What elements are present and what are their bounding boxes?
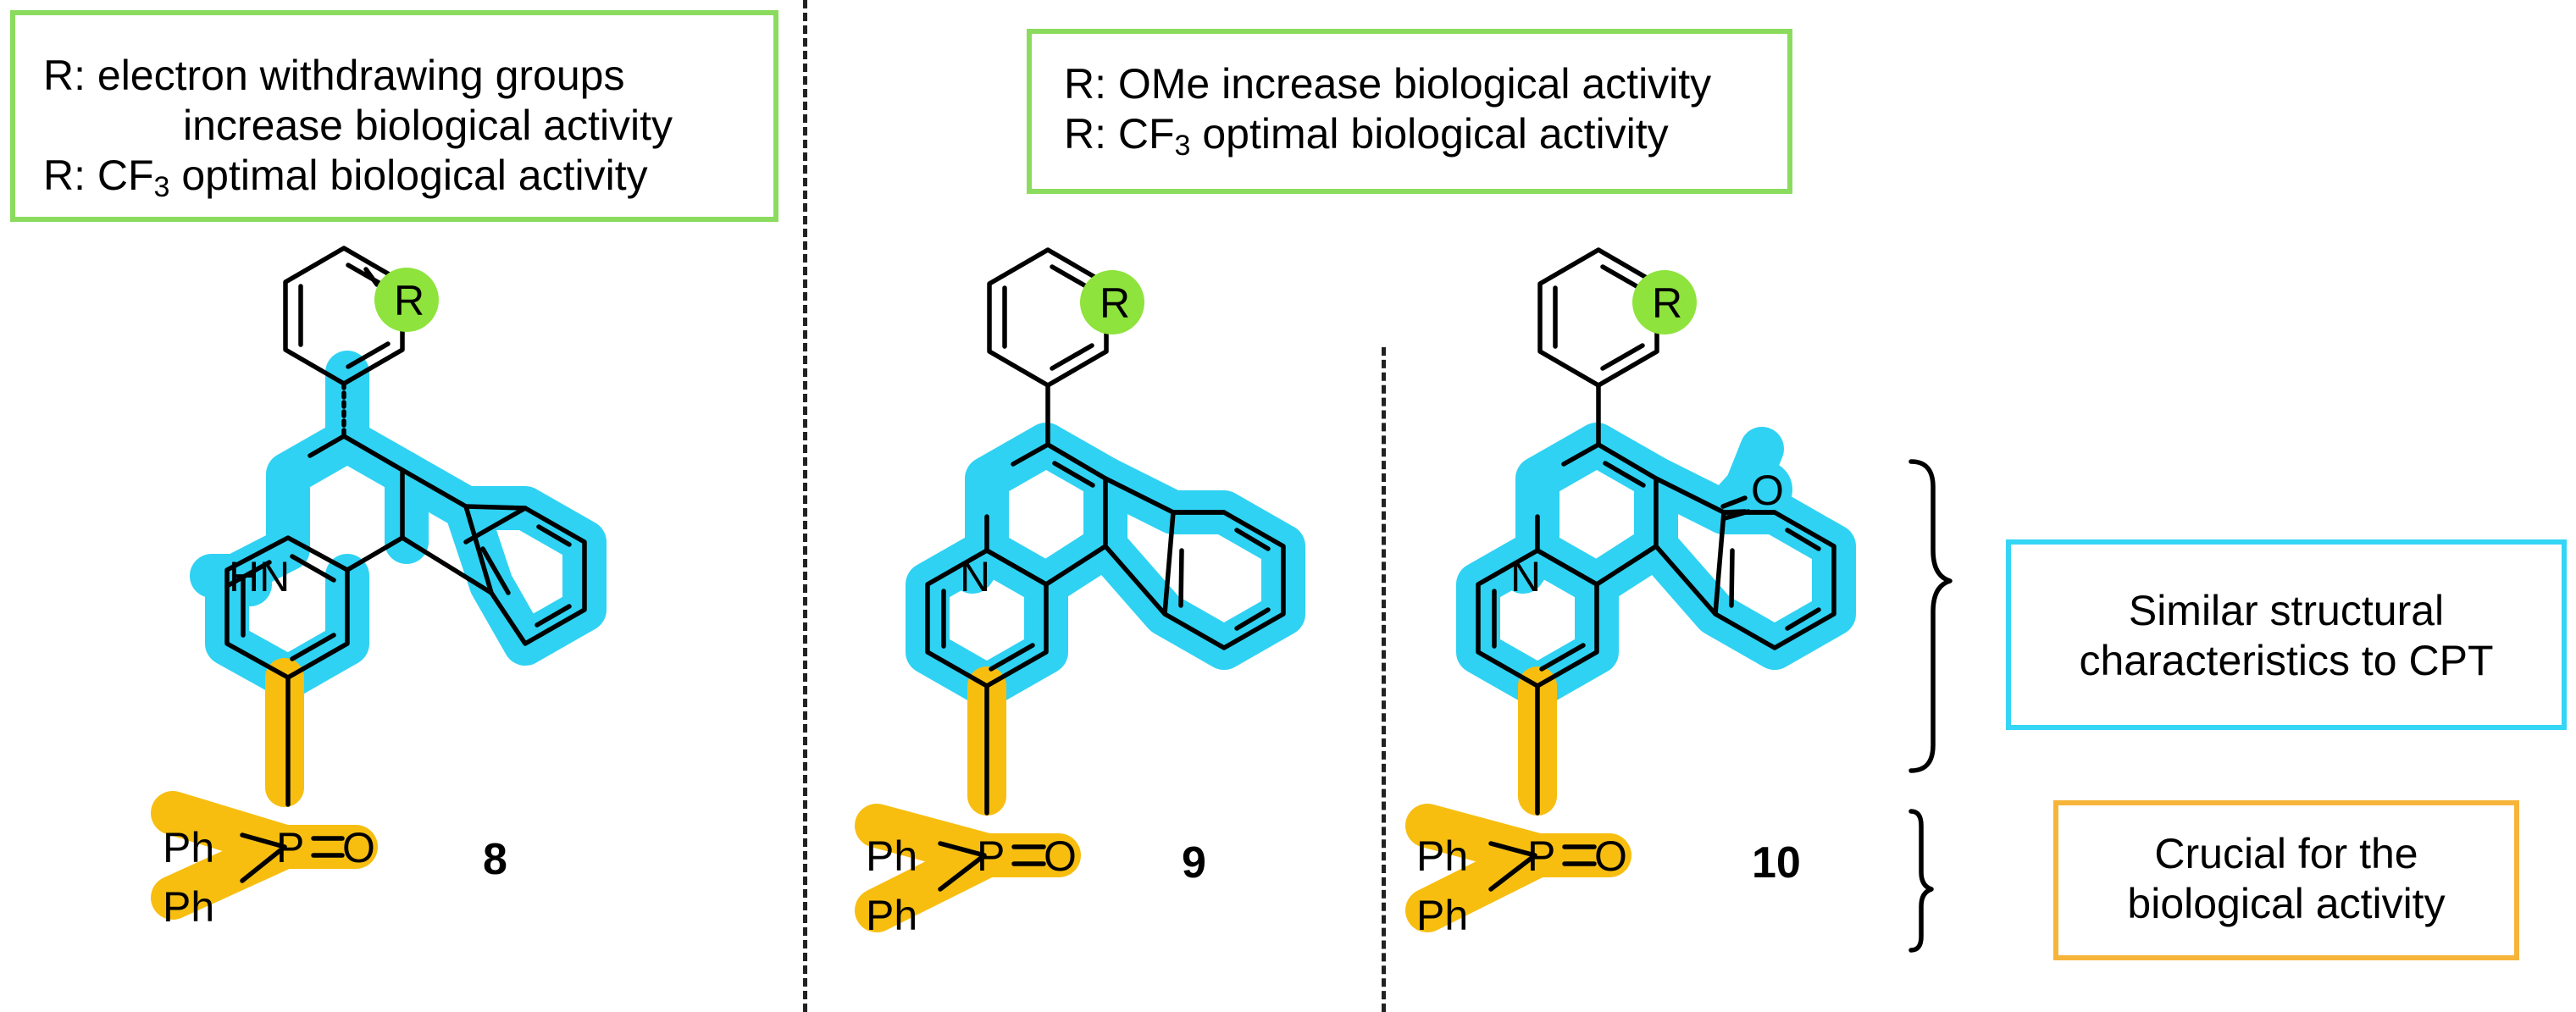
compound-number: 10 bbox=[1752, 838, 1801, 888]
brace-cpt bbox=[1908, 459, 1953, 773]
r-group-label: R bbox=[1652, 279, 1682, 327]
note-line: R: OMe increase biological activity bbox=[1064, 60, 1712, 108]
phenyl-label: Ph bbox=[1416, 892, 1468, 939]
phosphorus-label: P bbox=[276, 824, 304, 871]
note-line: characteristics to CPT bbox=[2079, 637, 2494, 684]
ring-nitrogen-label: N bbox=[1510, 553, 1541, 600]
note-line-cf3: R: CF3 optimal biological activity bbox=[1064, 110, 1669, 162]
phosphorus-label: P bbox=[977, 832, 1005, 880]
phenyl-label: Ph bbox=[1416, 832, 1468, 880]
phenyl-label: Ph bbox=[163, 824, 214, 871]
note-line-cf3: R: CF3 optimal biological activity bbox=[43, 152, 648, 203]
note-box-cpt: Similar structural characteristics to CP… bbox=[2006, 539, 2567, 730]
molecule-8: R HN Ph Ph P O 8 bbox=[151, 246, 607, 931]
brace-crucial bbox=[1908, 809, 1934, 953]
note-line: increase biological activity bbox=[183, 102, 673, 149]
oxygen-label: O bbox=[1044, 832, 1077, 880]
compound-number: 8 bbox=[483, 835, 507, 884]
compound-number: 9 bbox=[1182, 838, 1206, 888]
ring-nitrogen-label: N bbox=[960, 553, 990, 600]
divider-left bbox=[803, 0, 807, 1012]
oxygen-label: O bbox=[1594, 832, 1627, 880]
note-line: Similar structural bbox=[2128, 587, 2445, 634]
oxygen-label: O bbox=[342, 824, 375, 871]
note-line: R: electron withdrawing groups bbox=[43, 52, 625, 99]
phenyl-label: Ph bbox=[163, 883, 214, 931]
note-box-ome: R: OMe increase biological activity R: C… bbox=[1027, 29, 1792, 194]
phenyl-label: Ph bbox=[866, 832, 917, 880]
r-group-label: R bbox=[394, 277, 424, 324]
note-line: Crucial for the bbox=[2154, 830, 2418, 877]
phenyl-label: Ph bbox=[866, 892, 917, 939]
phosphorus-label: P bbox=[1527, 832, 1555, 880]
molecule-9: R N Ph Ph P O 9 bbox=[855, 247, 1305, 939]
divider-right bbox=[1382, 347, 1386, 1012]
r-group-label: R bbox=[1100, 279, 1130, 327]
note-line: biological activity bbox=[2127, 880, 2446, 927]
ketone-oxygen-label: O bbox=[1751, 467, 1784, 514]
molecule-10: R N O Ph Ph P O 10 bbox=[1405, 247, 1856, 939]
note-box-electron-withdrawing: R: electron withdrawing groups increase … bbox=[10, 10, 778, 222]
note-box-crucial: Crucial for the biological activity bbox=[2053, 800, 2519, 960]
amine-label: HN bbox=[229, 553, 290, 600]
